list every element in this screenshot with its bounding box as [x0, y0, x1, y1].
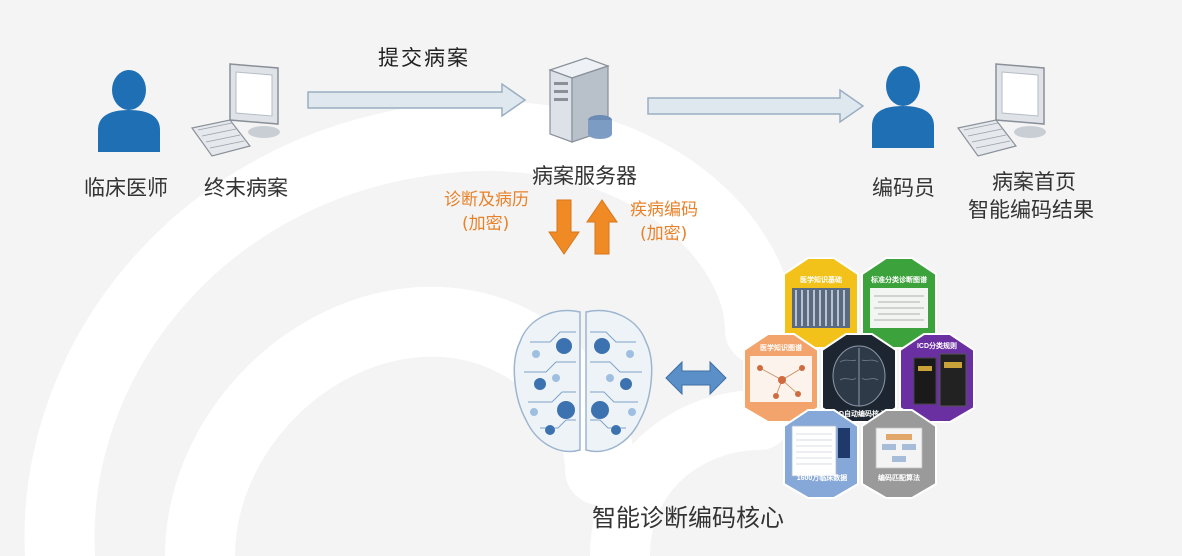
server-icon: [548, 57, 612, 143]
forward-arrow: [647, 88, 865, 124]
core-title: 智能诊断编码核心: [592, 504, 784, 532]
down-flow-label-line2: (加密): [462, 214, 510, 234]
result-label-line1: 病案首页: [992, 170, 1076, 194]
hex-center-label: ICD自动编码核心: [832, 409, 886, 418]
up-flow-label-line1: 疾病编码: [630, 200, 698, 220]
person-icon: [98, 70, 160, 152]
terminal-label: 终末病案: [204, 176, 288, 200]
hex-bottom-right-label: 编码匹配算法: [878, 473, 920, 482]
hex-top-left-label: 医学知识基础: [800, 275, 842, 284]
person-icon: [872, 66, 934, 148]
down-flow-label-line1: 诊断及病历: [444, 190, 529, 210]
up-flow-label-line2: (加密): [640, 224, 688, 244]
hex-mid-right-label: ICD分类规则: [917, 341, 957, 350]
result-label-line2: 智能编码结果: [968, 198, 1094, 222]
server-label: 病案服务器: [532, 164, 637, 188]
hex-top-right-label: 标准分类诊断图谱: [870, 275, 927, 284]
brain-icon: [513, 309, 653, 453]
hex-bottom-left-label: 1600万临床数据: [797, 473, 848, 482]
up-arrow: [586, 199, 618, 255]
coder-label: 编码员: [872, 176, 935, 200]
down-arrow: [548, 199, 580, 255]
knowledge-hex-cluster: 医学知识基础 标准分类诊断图谱 医学知识图谱 ICD自动编码核心: [743, 257, 975, 499]
hex-code-matching-algorithm: 编码匹配算法: [861, 409, 937, 499]
doctor-label: 临床医师: [84, 176, 168, 200]
hex-medical-knowledge-base: 医学知识基础: [783, 257, 859, 349]
submit-arrow: [307, 82, 527, 118]
hex-medical-knowledge-graph: 医学知识图谱: [743, 333, 819, 423]
computer-icon: [956, 63, 1046, 157]
hex-mid-left-label: 医学知识图谱: [760, 343, 802, 352]
hex-icd-classification-rules: ICD分类规则: [899, 333, 975, 423]
computer-icon: [190, 63, 280, 157]
hex-icd-auto-coding-core: ICD自动编码核心: [821, 333, 897, 423]
submit-label: 提交病案: [378, 46, 470, 70]
hex-clinical-data: 1600万临床数据: [783, 409, 859, 499]
bidirectional-arrow: [665, 360, 727, 396]
